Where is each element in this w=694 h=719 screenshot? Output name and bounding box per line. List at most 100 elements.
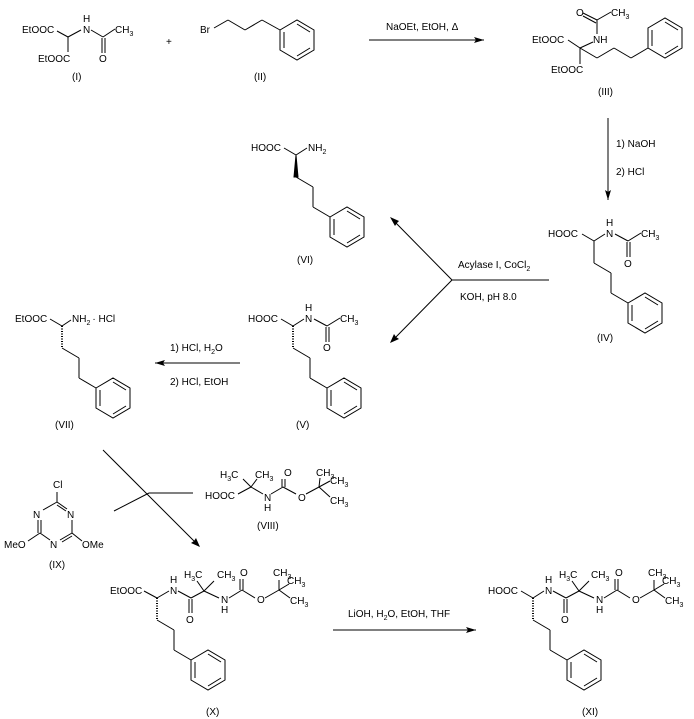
compound-VIII: H3C CH3 O CH3 CH3 CH3 HOOC N H O (VIII) [205,468,348,532]
methyl-group: H3C [559,570,577,583]
compound-VI: HOOC NH2 (VI) [251,143,365,266]
compound-label: (VI) [297,255,313,266]
compound-label: (VII) [55,420,74,431]
atom-h: H [170,575,177,586]
arrowhead-icon [390,334,399,343]
atom-n: N [67,510,74,521]
atom-n: N [264,493,271,504]
atom-cl: Cl [53,480,62,491]
compound-VII: EtOOC NH2· HCl (VII) [15,314,131,431]
compound-label: (I) [72,72,81,83]
reaction-conditions: 2) HCl [616,167,644,178]
reaction-conditions: 1) NaOH [616,139,655,150]
reaction-conditions: NaOEt, EtOH, Δ [386,22,459,33]
atom-n: N [170,586,177,597]
atom-o: O [240,568,248,579]
methyl-group: CH3 [330,476,348,489]
methyl-group: CH3 [287,576,305,589]
atom-br: Br [200,25,211,36]
amine-group: NH [593,35,607,46]
compound-X: EtOOC H N H3C CH3 O CH3 CH3 CH3 O N H O [110,568,308,718]
reaction-arrow-step5 [102,449,200,547]
compound-label: (II) [254,72,266,83]
bonds [49,318,131,419]
bonds [27,492,83,543]
atom-n: N [221,595,228,606]
arrowhead-icon [605,190,611,200]
reaction-arrow-step2: 1) NaOH 2) HCl [605,118,655,200]
reaction-conditions: KOH, pH 8.0 [460,292,517,303]
bonds [567,11,683,64]
plus-sign: + [166,37,172,48]
atom-o: O [615,568,623,579]
atom-n: N [545,586,552,597]
reaction-conditions: 2) HCl, EtOH [170,377,228,388]
compound-label: (VIII) [257,521,279,532]
ester-group: EtOOC [22,25,54,36]
atom-o: O [257,595,265,606]
methyl-group: CH3 [290,596,308,609]
atom-h: H [596,605,603,616]
acid-group: HOOC [248,314,278,325]
bonds [143,579,291,691]
atom-o: O [632,595,640,606]
arrowhead-icon [191,538,200,547]
compound-I: EtOOC EtOOC H N CH3 O (I) [22,14,133,83]
methyl-group: CH3 [648,568,666,581]
arrowhead-icon [466,627,476,633]
atom-o: O [323,343,331,354]
atom-h: H [545,575,552,586]
atom-o: O [298,493,306,504]
methyl-group: CH3 [340,314,358,327]
methyl-group: H3C [220,470,238,483]
bonds [56,28,116,53]
atom-n: N [606,229,613,240]
atom-n: N [33,510,40,521]
compound-III: O CH3 NH EtOOC EtOOC (III) [532,8,683,98]
atom-h: H [83,14,90,25]
acid-group: HOOC [548,229,578,240]
methyl-group: CH3 [316,468,334,481]
methyl-group: CH3 [641,229,659,242]
atom-h: H [305,303,312,314]
compound-IV: HOOC H N CH3 O (IV) [548,218,663,344]
acid-group: HOOC [205,491,235,502]
atom-o: O [624,259,632,270]
atom-n: N [596,595,603,606]
reaction-arrow-step3: Acylase I, CoCl2 KOH, pH 8.0 [390,217,549,343]
reaction-arrow-step4: 1) HCl, H2O 2) HCl, EtOH [155,343,240,388]
methyl-group: CH3 [115,25,133,38]
atom-n: N [50,540,57,551]
acid-group: HOOC [488,586,518,597]
acid-group: HOOC [251,143,281,154]
atom-n: N [305,314,312,325]
arrowhead-icon [390,217,399,226]
ester-group: EtOOC [532,35,564,46]
reaction-conditions: 1) HCl, H2O [170,343,223,356]
methyl-group: CH3 [665,596,683,609]
reaction-conditions: LiOH, H2O, EtOH, THF [348,609,450,622]
arrowhead-icon [474,37,484,43]
atom-h: H [221,605,228,616]
methyl-group: CH3 [217,570,235,583]
reaction-arrow-step1: NaOEt, EtOH, Δ [369,22,484,43]
ester-group: EtOOC [551,65,583,76]
compound-IX: Cl N N N MeO OMe (IX) [4,480,104,571]
compound-label: (III) [598,87,613,98]
atom-h: H [606,218,613,229]
compound-label: (IX) [49,560,65,571]
atom-o: O [576,8,584,19]
compound-label: (IV) [597,333,613,344]
methyl-group: CH3 [591,570,609,583]
bonds [283,147,365,248]
atom-o: O [99,54,107,65]
compound-XI: HOOC H N H3C CH3 O CH3 CH3 CH3 O N H O [488,568,683,718]
methoxy-group: MeO [4,540,26,551]
compound-label: (XI) [582,707,598,718]
compound-label: (X) [206,707,219,718]
atom-o: O [284,468,292,479]
atom-o: O [186,615,194,626]
reaction-conditions: Acylase I, CoCl2 [458,260,530,273]
methyl-group: CH3 [611,8,629,21]
methyl-group: CH3 [273,568,291,581]
